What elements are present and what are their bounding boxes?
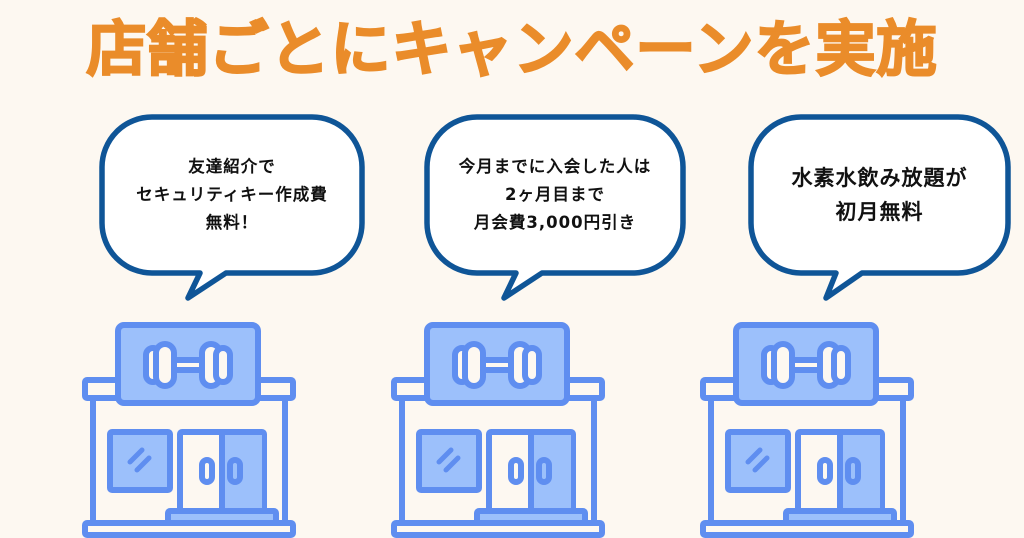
gym-storefront-icon [391,322,605,538]
gym-storefront-3 [700,322,916,538]
campaign-text-2: 今月までに入会した人は 2ヶ月目まで 月会費3,000円引き [427,117,683,273]
dumbbell-icon [761,341,851,389]
dumbbell-icon [143,341,233,389]
campaign-line: 友達紹介で [188,157,276,176]
campaign-text-1: 友達紹介で セキュリティキー作成費 無料！ [102,117,362,273]
campaign-line: 初月無料 [835,200,924,224]
campaign-text-3: 水素水飲み放題が 初月無料 [751,117,1008,273]
gym-storefront-1 [82,322,298,538]
campaign-line: 今月までに入会した人は [458,157,652,176]
campaign-line: 月会費3,000円引き [473,213,637,232]
campaign-line: セキュリティキー作成費 [136,185,328,204]
campaign-line: 無料！ [205,213,259,232]
dumbbell-icon [452,341,542,389]
campaign-line: 水素水飲み放題が [791,166,968,190]
gym-storefront-icon [82,322,296,538]
campaign-line: 2ヶ月目まで [505,185,605,204]
gym-storefront-2 [391,322,607,538]
gym-storefront-icon [700,322,914,538]
page-title: 店舗ごとにキャンペーンを実施 [86,14,938,86]
